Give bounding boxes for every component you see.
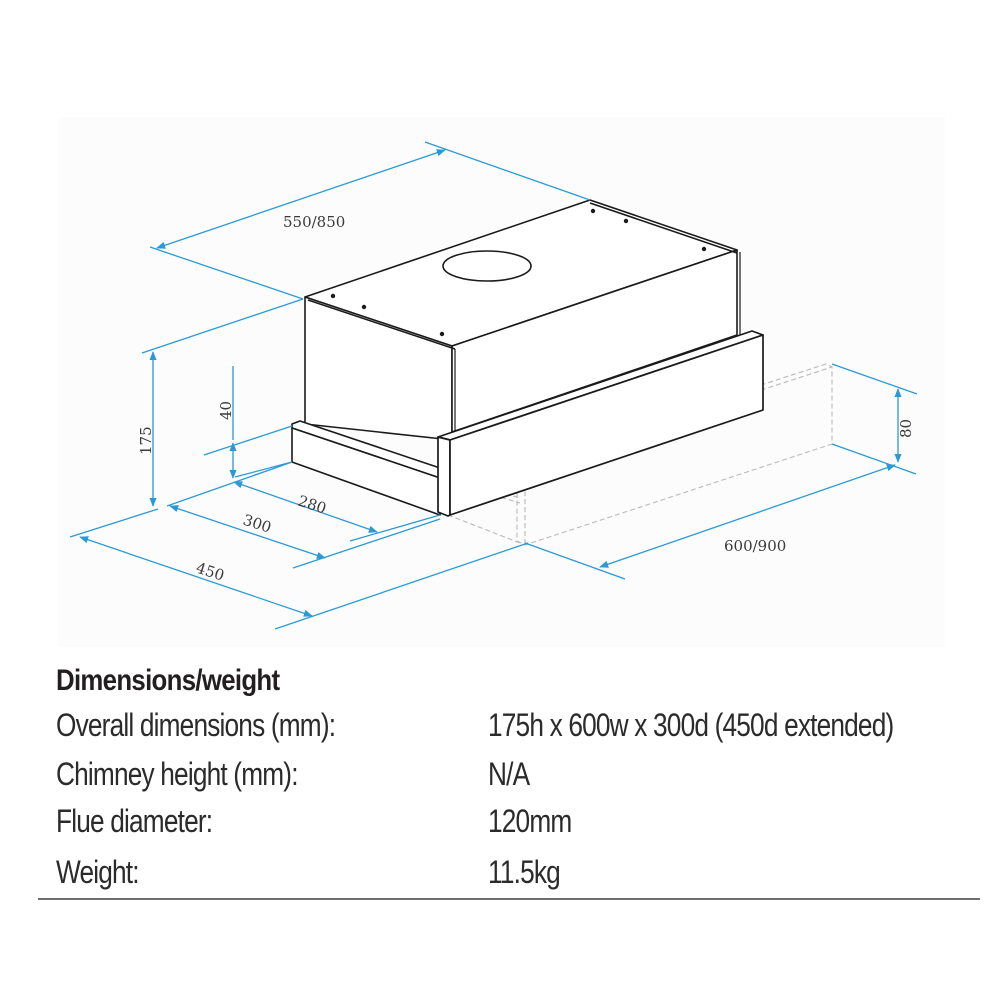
label-40: 40: [217, 401, 235, 420]
spec-value: 175h x 600w x 300d (450d extended): [488, 707, 894, 743]
spec-row-chimney-height: Chimney height (mm): N/A: [56, 752, 980, 799]
specs-section: Dimensions/weight Overall dimensions (mm…: [56, 657, 980, 893]
label-600-900: 600/900: [724, 537, 786, 555]
hood-body: [304, 199, 741, 441]
rangehood-dimension-drawing: 550/850 175 40 280 300 450 600/900 80: [69, 141, 918, 630]
label-280: 280: [296, 492, 329, 518]
label-450: 450: [194, 559, 227, 585]
spec-row-flue-diameter: Flue diameter: 120mm: [56, 799, 980, 846]
specs-heading: Dimensions/weight: [56, 664, 280, 697]
spec-label: Flue diameter:: [56, 803, 213, 839]
dimension-lines: [69, 141, 918, 630]
dimension-labels: 550/850 175 40 280 300 450 600/900 80: [137, 213, 915, 585]
spec-value: N/A: [488, 756, 530, 792]
spec-label: Weight:: [56, 854, 140, 890]
screw-holes: [330, 208, 707, 337]
front-visor: [437, 330, 764, 517]
spec-row-weight: Weight: 11.5kg: [56, 850, 980, 897]
label-80: 80: [897, 419, 915, 438]
spec-row-overall-dimensions: Overall dimensions (mm): 175h x 600w x 3…: [56, 703, 980, 750]
spec-label: Chimney height (mm):: [56, 756, 299, 792]
lower-rail: [291, 420, 441, 516]
label-175: 175: [137, 426, 155, 455]
bottom-divider: [38, 898, 980, 900]
spec-value: 120mm: [488, 803, 572, 839]
spec-value: 11.5kg: [488, 854, 561, 890]
label-300: 300: [241, 511, 274, 537]
spec-label: Overall dimensions (mm):: [56, 707, 336, 743]
label-550-850: 550/850: [283, 213, 345, 231]
